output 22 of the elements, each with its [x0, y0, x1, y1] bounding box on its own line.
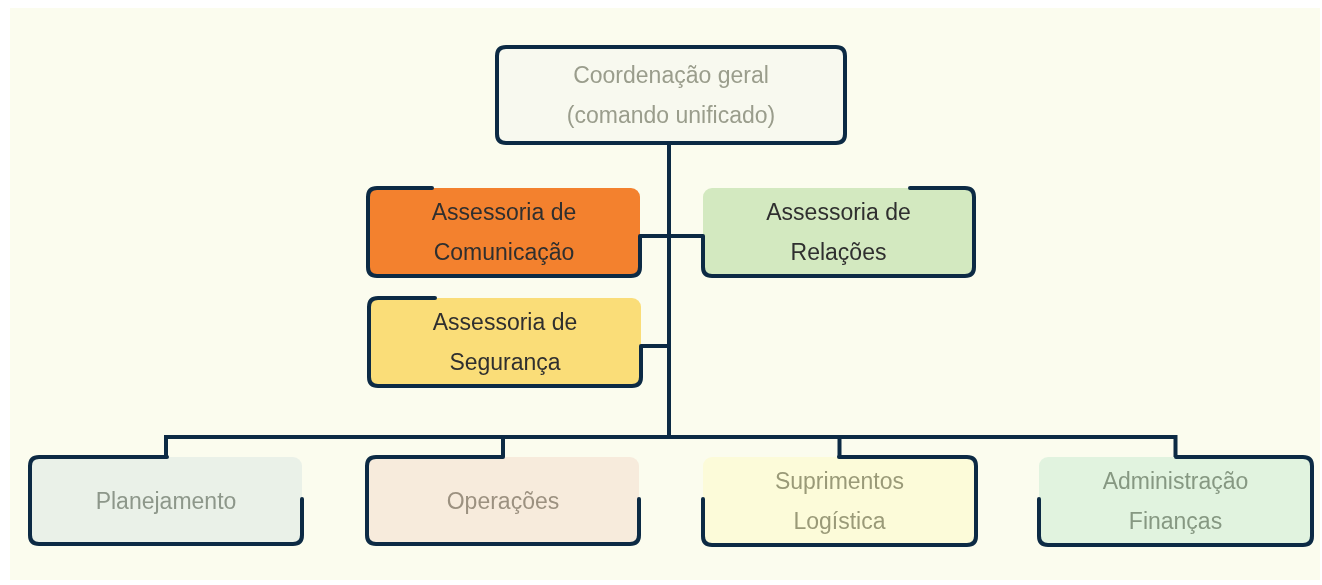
connector-line [669, 435, 1178, 457]
org-box [30, 457, 302, 544]
box-label: Coordenação geral (comando unificado) [565, 61, 777, 130]
org-box [369, 298, 641, 386]
org-box [367, 457, 639, 544]
org-box [1039, 457, 1312, 545]
org-box [368, 188, 640, 276]
box-label: Suprimentos Logística [773, 467, 906, 536]
org-box [703, 188, 974, 276]
org-box [497, 47, 845, 143]
box-label: Administração Finanças [1101, 467, 1250, 536]
connector-line [640, 234, 669, 238]
connector-line [501, 435, 669, 457]
box-label: Operações [446, 486, 560, 516]
connector-line [641, 344, 669, 348]
box-label: Assessoria de Relações [765, 198, 912, 267]
box-label: Assessoria de Segurança [431, 308, 579, 377]
box-label: Planejamento [95, 486, 237, 516]
box-label: Assessoria de Comunicação [430, 198, 578, 267]
connector-line [667, 143, 671, 437]
org-box [703, 457, 976, 545]
connector-line [669, 234, 703, 238]
